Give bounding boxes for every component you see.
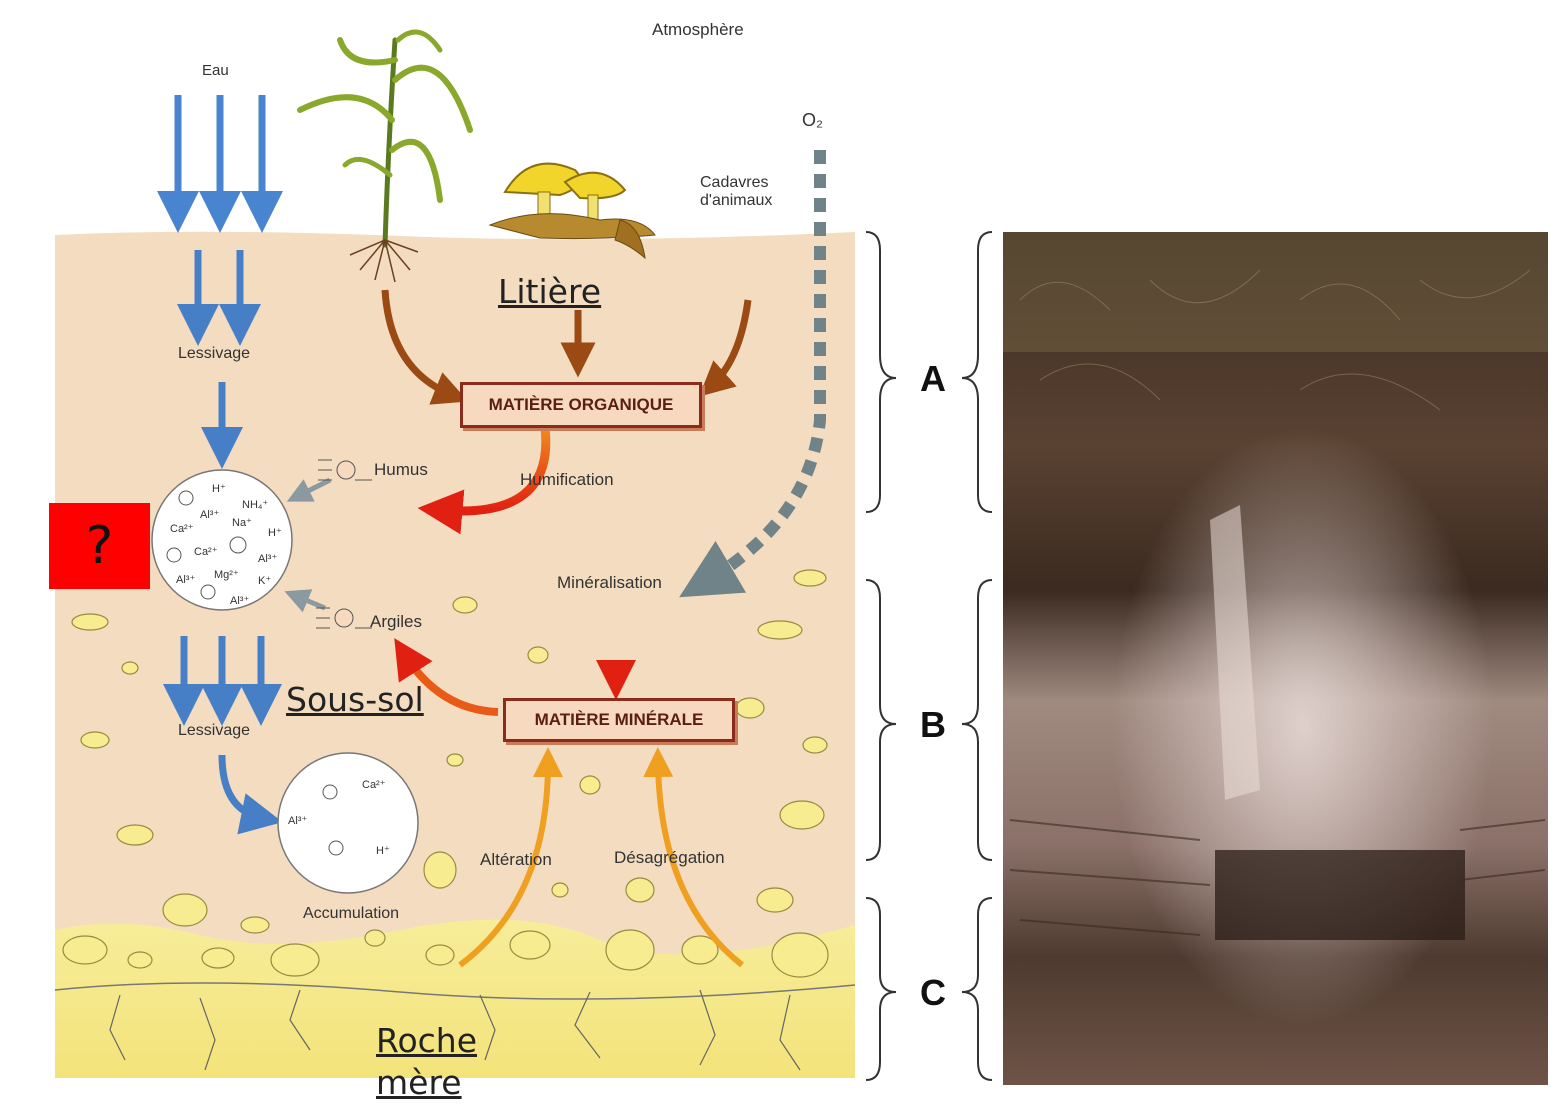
- oxygen-arrow: [679, 150, 826, 598]
- alteration-label: Altération: [480, 850, 552, 869]
- humification-label: Humification: [520, 470, 614, 489]
- horizon-b-label: B: [920, 704, 946, 745]
- plant-icon: [297, 29, 473, 248]
- complex-ion: H⁺: [268, 527, 282, 539]
- organic-arrow: [698, 299, 752, 397]
- complex-ion: Ca²⁺: [170, 523, 194, 535]
- humus-to-complex-arrow: [286, 477, 332, 502]
- brace-a-right: [961, 231, 993, 513]
- accumulation-label: Accumulation: [303, 905, 400, 922]
- argiles-label: Argiles: [370, 612, 422, 631]
- matiere-organique-label: MATIÈRE ORGANIQUE: [488, 395, 674, 414]
- complex-ion: NH₄⁺: [242, 499, 269, 511]
- alteration-arrow: [458, 747, 563, 968]
- accumulation-ion: Ca²⁺: [362, 779, 386, 791]
- brace-b-right: [961, 579, 993, 861]
- argiles-symbol: [334, 608, 354, 628]
- bedrock-layer: [55, 919, 855, 1078]
- lessivage-top-label: Lessivage: [178, 345, 251, 362]
- brace-c-right: [961, 897, 993, 1081]
- roche-mere-label: Roche mère: [376, 1021, 477, 1102]
- horizon-c-label: C: [920, 972, 946, 1013]
- horizon-a-label: A: [920, 358, 946, 399]
- atmosphere-label: Atmosphère: [652, 20, 744, 39]
- matiere-minerale-box: MATIÈRE MINÉRALE: [503, 698, 735, 742]
- brace-b-left: [865, 579, 897, 861]
- humus-symbol: [336, 460, 356, 480]
- sous-sol-label: Sous-sol: [286, 680, 424, 719]
- brace-a-left: [865, 231, 897, 513]
- question-mark-box: ?: [49, 503, 150, 589]
- humification-arrow: [417, 427, 551, 535]
- complex-ion: K⁺: [258, 575, 272, 587]
- complex-ion: Al³⁺: [200, 509, 220, 521]
- eau-label: Eau: [202, 62, 229, 79]
- mushroom-icon: [488, 162, 656, 260]
- litiere-label: Litière: [498, 272, 602, 311]
- argiles-to-complex-arrow: [284, 589, 326, 613]
- complex-ion: Al³⁺: [258, 553, 278, 565]
- question-mark-label: ?: [85, 516, 114, 576]
- accumulation-arrow: [218, 754, 283, 835]
- lessivage-bottom-label: Lessivage: [178, 722, 251, 739]
- complex-ion: Ca²⁺: [194, 546, 218, 558]
- complex-ion: Al³⁺: [176, 574, 196, 586]
- o2-label: O₂: [802, 110, 823, 130]
- matiere-minerale-label: MATIÈRE MINÉRALE: [534, 710, 704, 729]
- complex-ion: H⁺: [212, 483, 226, 495]
- mineralisation-label: Minéralisation: [557, 573, 662, 592]
- accumulation-ion: Al³⁺: [288, 815, 308, 827]
- matiere-organique-box: MATIÈRE ORGANIQUE: [460, 382, 702, 428]
- cadavres-label: Cadavres d'animaux: [700, 174, 773, 209]
- complex-ion: Na⁺: [232, 517, 252, 529]
- organic-arrow: [381, 289, 469, 405]
- complex-ion: Al³⁺: [230, 595, 250, 607]
- soil-profile-photo: [1003, 232, 1548, 1085]
- argiles-arrow: [394, 638, 499, 716]
- desagregation-label: Désagrégation: [614, 848, 725, 867]
- accumulation-ion: H⁺: [376, 845, 390, 857]
- accumulation-circle: [277, 752, 419, 894]
- humus-label: Humus: [374, 460, 428, 479]
- brace-c-left: [865, 897, 897, 1081]
- desagregation-arrow: [643, 747, 744, 968]
- complex-ion: Mg²⁺: [214, 569, 239, 581]
